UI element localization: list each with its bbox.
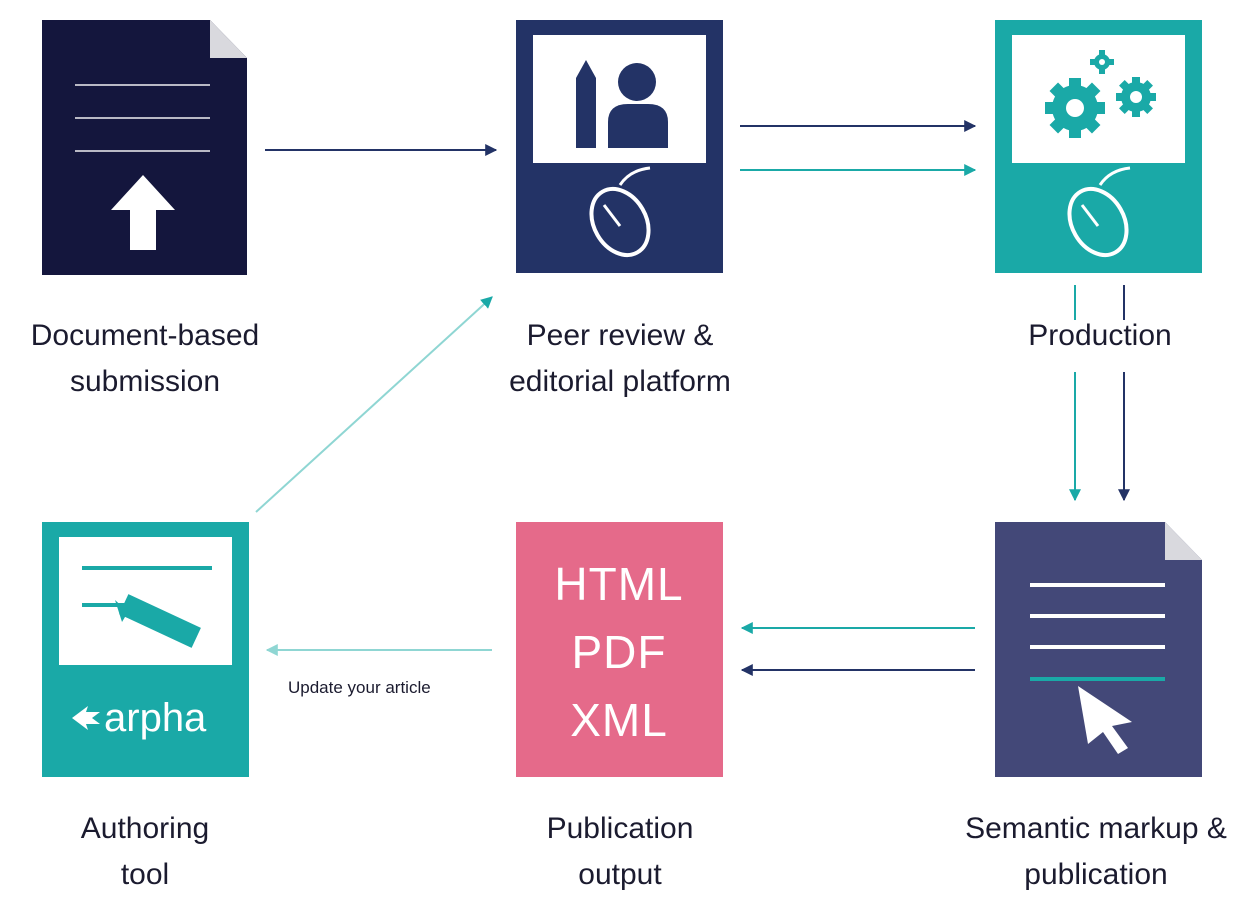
gears-screen-icon (995, 20, 1202, 273)
peer-review-node (516, 20, 723, 273)
submission-node (42, 20, 247, 275)
gear-tiny-icon (1090, 50, 1114, 74)
upload-document-icon (42, 20, 247, 275)
caption-authoring-line1: Authoring (80, 812, 210, 845)
caption-publication-line2: output (578, 858, 662, 891)
cursor-icon (1078, 686, 1132, 754)
caption-semantic: Semantic markup & publication (943, 806, 1249, 898)
production-node (995, 20, 1202, 273)
caption-peer-review: Peer review & editorial platform (470, 313, 770, 405)
caption-submission: Document-based submission (0, 313, 290, 405)
format-html: HTML (554, 558, 683, 610)
caption-authoring-line2: tool (120, 858, 170, 891)
caption-submission-line2: submission (69, 365, 221, 398)
markup-document-icon (995, 522, 1202, 777)
caption-publication: Publication output (490, 806, 750, 898)
edge-authoring-to-review (255, 296, 493, 513)
caption-semantic-line2: publication (1024, 858, 1168, 891)
update-article-label: Update your article (288, 678, 431, 697)
caption-submission-line1: Document-based (30, 319, 260, 352)
arpha-logo: arpha (72, 696, 207, 740)
format-xml: XML (570, 694, 668, 746)
publication-output-box (516, 522, 723, 777)
mouse-icon (589, 166, 651, 257)
pen-screen-icon: arpha (42, 522, 249, 777)
caption-production: Production (985, 313, 1215, 359)
semantic-node (995, 522, 1202, 777)
caption-publication-line1: Publication (546, 812, 694, 845)
caption-authoring: Authoring tool (30, 806, 260, 898)
mouse-icon (1067, 166, 1131, 257)
caption-peer-review-line2: editorial platform (509, 365, 731, 398)
person-icon (608, 63, 668, 148)
format-pdf: PDF (572, 626, 667, 678)
gear-icon (1045, 78, 1105, 138)
editor-screen-icon (516, 20, 723, 273)
caption-semantic-line1: Semantic markup & (965, 812, 1227, 845)
caption-production-line1: Production (1028, 319, 1172, 352)
publication-node: HTML PDF XML (516, 522, 723, 777)
pencil-icon (576, 60, 596, 148)
marker-pen-icon (115, 594, 201, 648)
caption-peer-review-line1: Peer review & (526, 319, 714, 352)
edges (255, 120, 1130, 676)
svg-text:arpha: arpha (104, 696, 207, 740)
authoring-node: arpha (42, 522, 249, 777)
gear-small-icon (1116, 77, 1156, 117)
